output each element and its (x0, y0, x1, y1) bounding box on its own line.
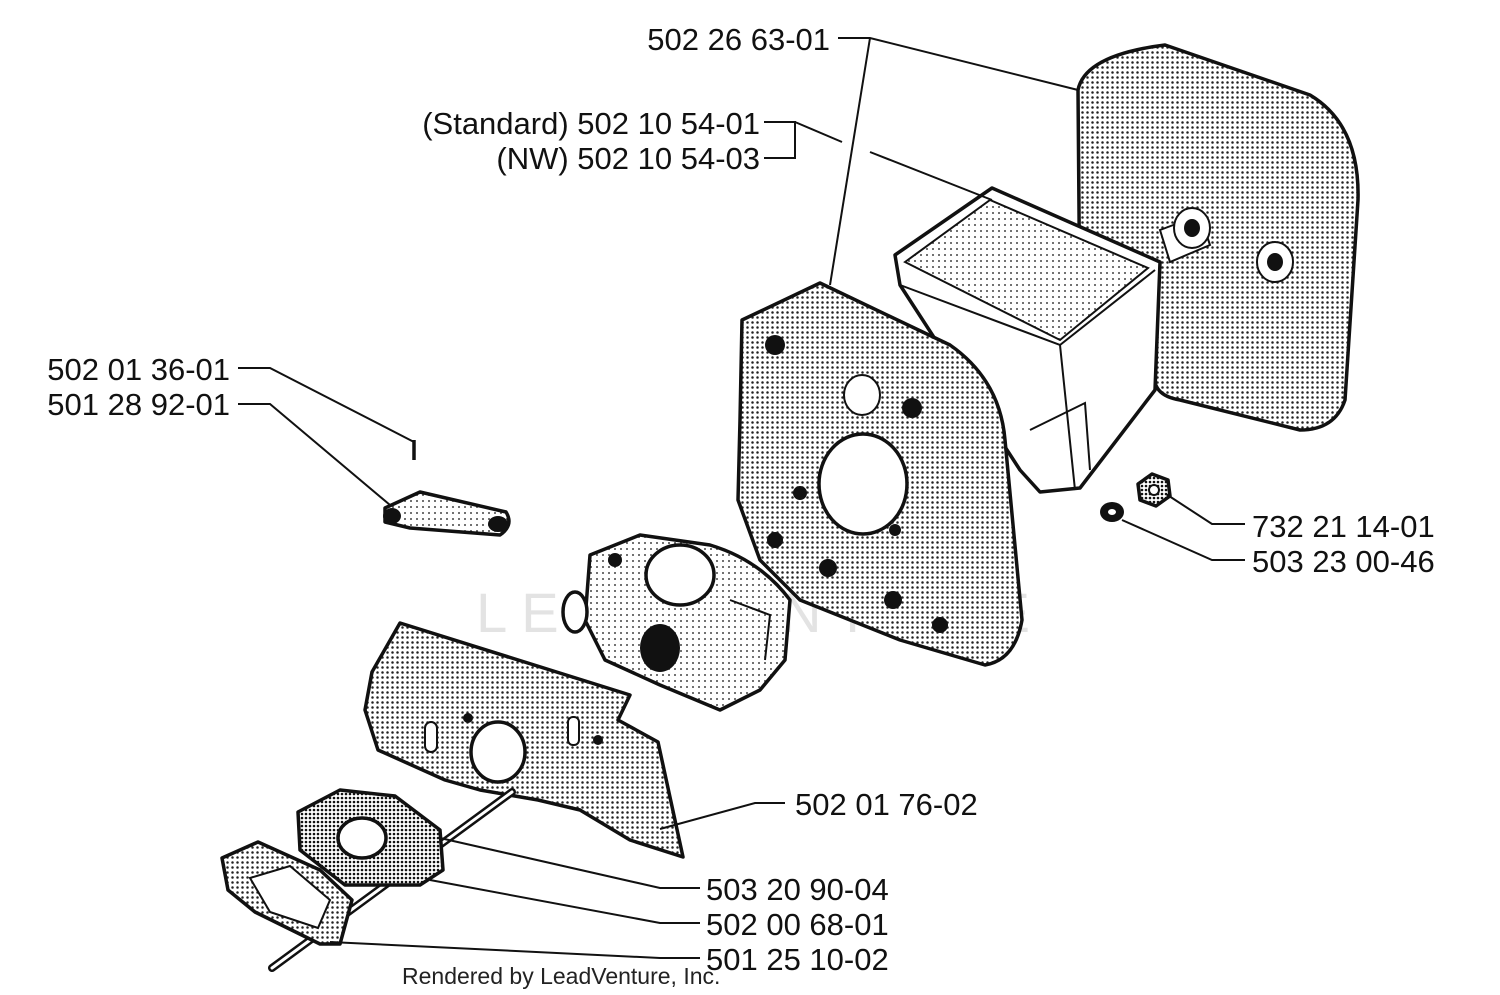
label-gasket: 501 25 10-02 (706, 942, 889, 977)
label-washer: 503 23 00-46 (1252, 544, 1435, 579)
label-intake: 502 00 68-01 (706, 907, 889, 942)
leader-lines (238, 37, 1245, 959)
gasket (220, 840, 354, 946)
part-labels: 502 26 63-01 (Standard) 502 10 54-01 (NW… (47, 22, 1434, 977)
pin-sleeve (383, 440, 511, 537)
filter-base-plate (736, 281, 1024, 667)
insulator-plate (363, 621, 685, 859)
label-rod: 503 20 90-04 (706, 872, 889, 907)
air-filter-element (893, 186, 1162, 494)
nut-washer (1100, 472, 1172, 522)
label-air-filter-cover: 502 26 63-01 (647, 22, 830, 57)
label-plate: 502 01 76-02 (795, 787, 978, 822)
label-air-filter-nw: (NW) 502 10 54-03 (496, 141, 760, 176)
label-nut: 732 21 14-01 (1252, 509, 1435, 544)
label-pin-bottom: 501 28 92-01 (47, 387, 230, 422)
label-air-filter-standard: (Standard) 502 10 54-01 (422, 106, 760, 141)
intake-manifold (296, 788, 445, 887)
label-pin-top: 502 01 36-01 (47, 352, 230, 387)
carburetor (561, 533, 792, 712)
render-credit: Rendered by LeadVenture, Inc. (402, 963, 720, 989)
